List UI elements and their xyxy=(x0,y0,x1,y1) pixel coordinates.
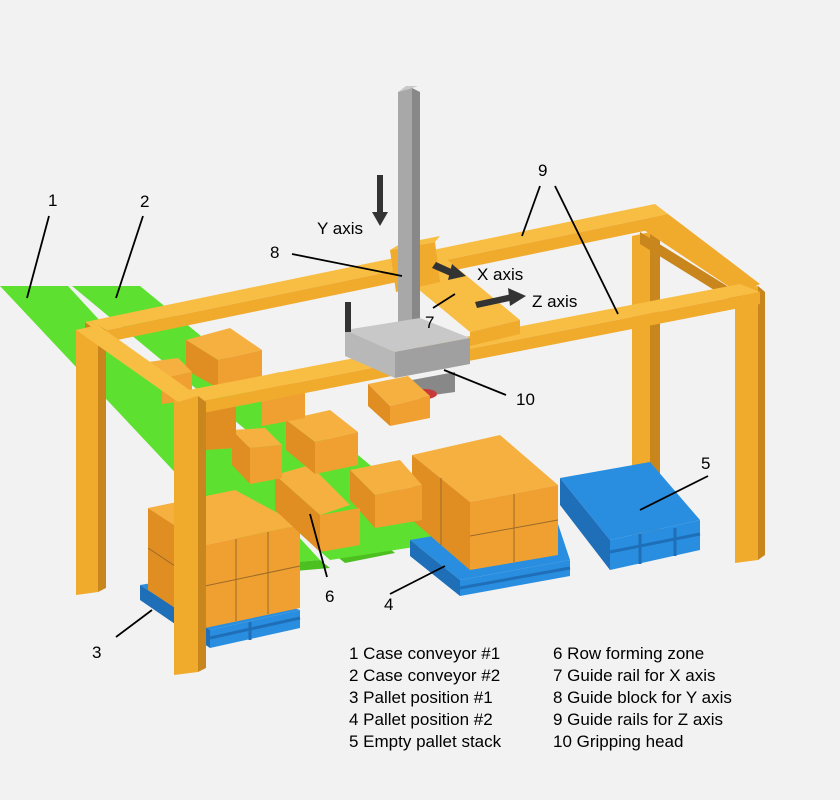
callout-7: 7 xyxy=(425,313,434,332)
legend-item: 3 Pallet position #1 xyxy=(349,688,493,707)
callout-2: 2 xyxy=(140,192,149,211)
callout-6: 6 xyxy=(325,587,334,606)
callout-3: 3 xyxy=(92,643,101,662)
legend-left: 1 Case conveyor #1 2 Case conveyor #2 3 … xyxy=(349,643,501,753)
legend-item: 7 Guide rail for X axis xyxy=(553,666,716,685)
frame-front xyxy=(76,204,760,675)
callout-8: 8 xyxy=(270,243,279,262)
x-axis-label: X axis xyxy=(477,265,523,284)
x-axis-arrow xyxy=(432,262,466,280)
legend-item: 1 Case conveyor #1 xyxy=(349,644,501,663)
callout-1: 1 xyxy=(48,191,57,210)
callout-10: 10 xyxy=(516,390,535,409)
callout-4: 4 xyxy=(384,595,393,614)
callout-9: 9 xyxy=(538,161,547,180)
callout-5: 5 xyxy=(701,454,710,473)
pallet-empty-stack xyxy=(560,462,701,570)
legend-item: 4 Pallet position #2 xyxy=(349,710,493,729)
legend-item: 5 Empty pallet stack xyxy=(349,732,502,751)
callout-lines xyxy=(26,185,709,638)
gripping-head xyxy=(345,302,470,426)
y-axis-arrow xyxy=(372,175,388,226)
y-axis-label: Y axis xyxy=(317,219,363,238)
box-stack-pallet-2 xyxy=(412,435,559,570)
legend-item: 8 Guide block for Y axis xyxy=(553,688,732,707)
z-axis-label: Z axis xyxy=(532,292,577,311)
z-axis-arrow xyxy=(475,288,526,308)
legend-item: 2 Case conveyor #2 xyxy=(349,666,501,685)
legend-right: 6 Row forming zone 7 Guide rail for X ax… xyxy=(553,643,732,753)
legend-item: 10 Gripping head xyxy=(553,732,684,751)
y-axis-mast xyxy=(398,86,420,352)
legend-item: 6 Row forming zone xyxy=(553,644,705,663)
legend-item: 9 Guide rails for Z axis xyxy=(553,710,724,729)
